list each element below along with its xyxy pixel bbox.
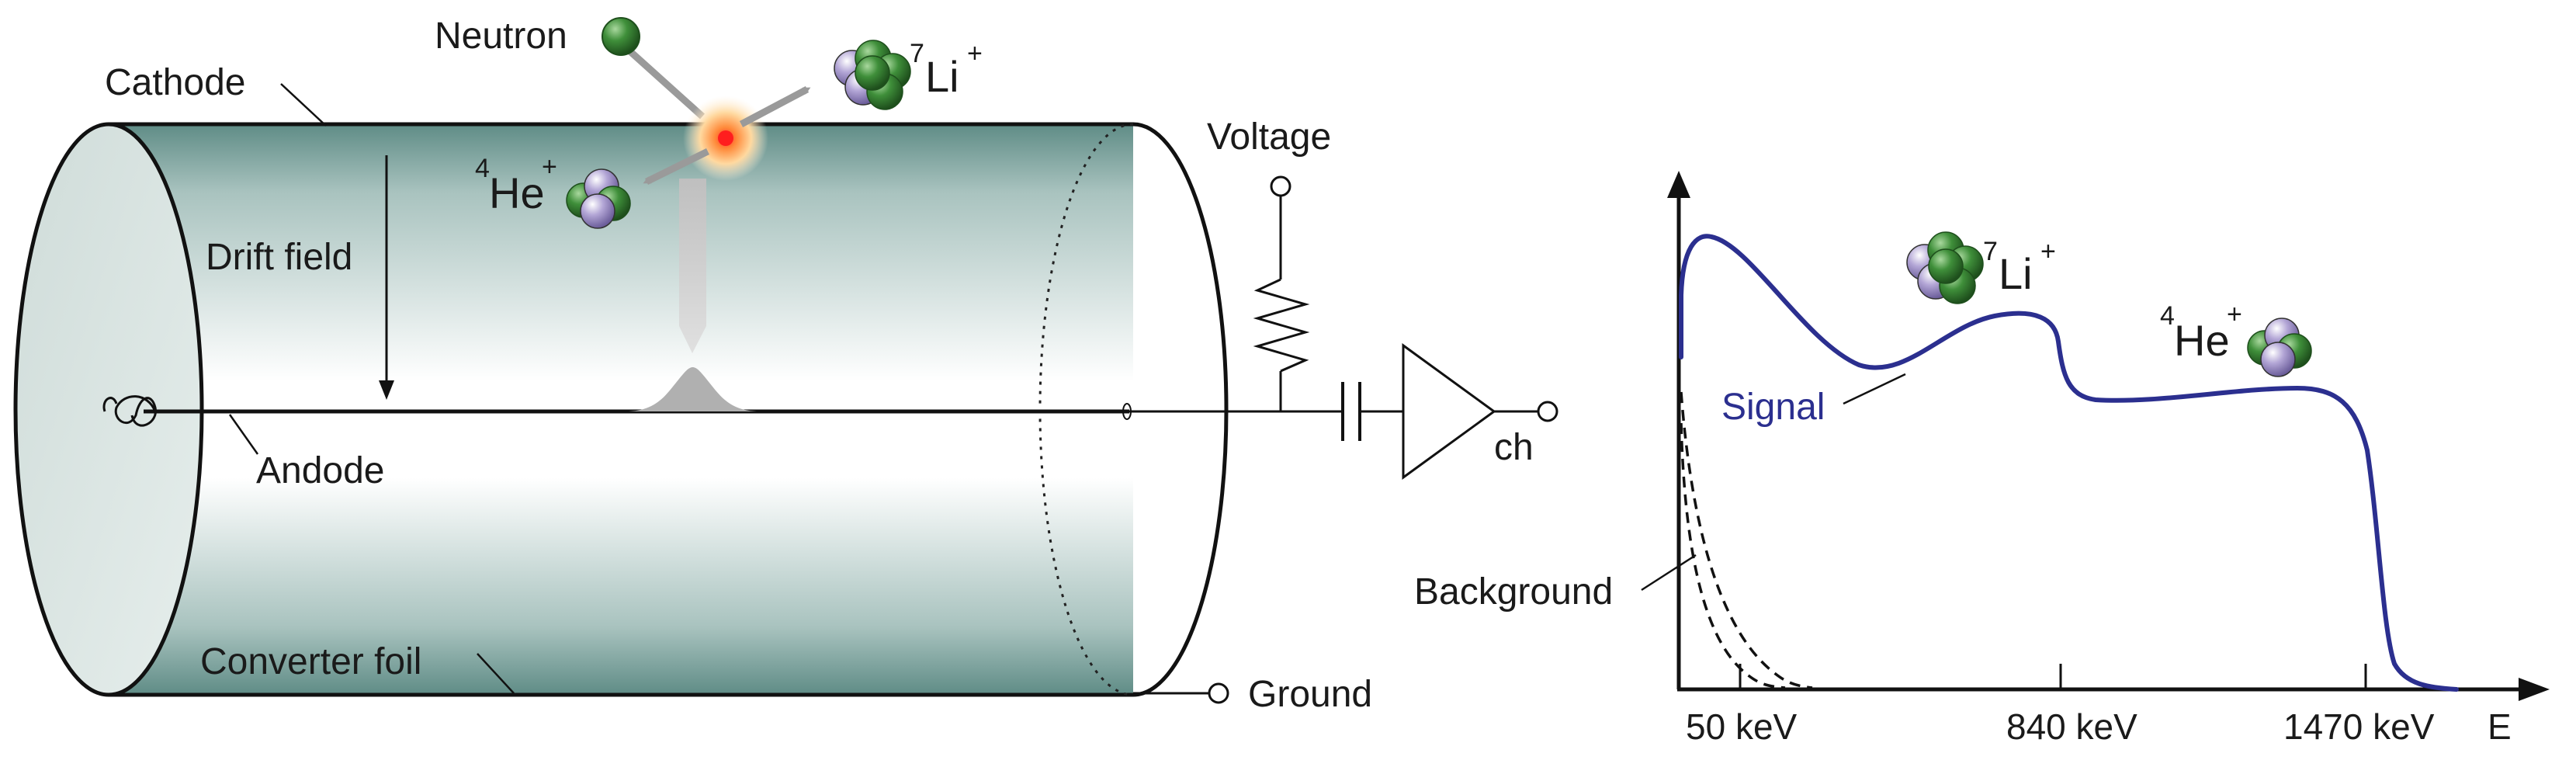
resistor: [1253, 278, 1310, 373]
signal-label: Signal: [1721, 387, 1825, 428]
spectrum-helium-charge: +: [2227, 300, 2242, 329]
lithium-mass: 7: [910, 39, 924, 68]
ground-terminal: [1208, 682, 1229, 704]
spectrum-plot: [1641, 171, 2550, 701]
channel-label: ch: [1494, 427, 1534, 468]
y-axis-arrow: [1667, 171, 1690, 198]
drift-field-label: Drift field: [206, 237, 352, 278]
cathode-label: Cathode: [105, 62, 245, 103]
x-axis-label: E: [2488, 706, 2512, 747]
signal-curve: [1679, 234, 2459, 692]
anode-leader: [228, 414, 259, 455]
background-curve-1: [1680, 422, 1786, 689]
helium-track: [643, 148, 709, 186]
charge-cloud: [629, 367, 757, 411]
lithium-charge: +: [967, 39, 983, 68]
tick-label-840: 840 keV: [2006, 706, 2137, 747]
amplifier: [1402, 343, 1496, 480]
voltage-label: Voltage: [1207, 116, 1331, 158]
lithium-label-spectrum: 7 Li +: [1983, 237, 2056, 298]
tube-right-cap: [1132, 122, 1229, 697]
lithium-label-detector: 7 Li +: [910, 39, 983, 101]
lithium-nucleus-detector: [834, 40, 911, 110]
neutron-particle: [602, 17, 640, 56]
helium-label-detector: 4 He +: [475, 152, 557, 217]
helium-symbol: He: [489, 168, 545, 217]
voltage-terminal: [1270, 175, 1291, 197]
channel-output-terminal: [1537, 401, 1558, 422]
tick-label-1470: 1470 keV: [2283, 706, 2435, 747]
helium-label-spectrum: 4 He +: [2160, 300, 2242, 365]
spectrum-lithium-symbol: Li: [1999, 249, 2033, 298]
converter-foil-label: Converter foil: [200, 641, 421, 682]
spectrum-lithium-mass: 7: [1983, 237, 1998, 266]
lithium-nucleus-spectrum: [1906, 231, 1984, 304]
anode-label: Andode: [256, 450, 385, 491]
helium-mass: 4: [475, 154, 490, 183]
anode-coil: [102, 395, 157, 427]
tick-label-50: 50 keV: [1686, 706, 1798, 747]
spectrum-lithium-charge: +: [2040, 237, 2056, 266]
background-curve-2: [1680, 391, 1813, 689]
spectrum-helium-mass: 4: [2160, 301, 2175, 331]
background-label: Background: [1414, 571, 1613, 613]
converter-foil-leader: [477, 653, 515, 694]
tube-right-cap-hidden: [1038, 123, 1134, 696]
spectrum-helium-symbol: He: [2174, 316, 2230, 365]
x-axis-arrow: [2519, 678, 2550, 701]
readout-circuit: [1133, 175, 1558, 704]
lithium-track: [739, 86, 811, 127]
neutron-label: Neutron: [435, 16, 567, 57]
cathode-leader: [280, 83, 327, 127]
ground-label: Ground: [1248, 674, 1372, 715]
drift-beam: [629, 179, 757, 411]
drift-field-arrow: [379, 155, 394, 400]
helium-nucleus-detector: [566, 168, 631, 229]
background-leader: [1641, 554, 1697, 592]
neutron-path: [622, 43, 706, 120]
signal-leader: [1843, 373, 1906, 405]
lithium-symbol: Li: [925, 52, 959, 101]
capture-event: [602, 17, 811, 186]
helium-charge: +: [542, 152, 557, 182]
helium-nucleus-spectrum: [2247, 318, 2312, 377]
